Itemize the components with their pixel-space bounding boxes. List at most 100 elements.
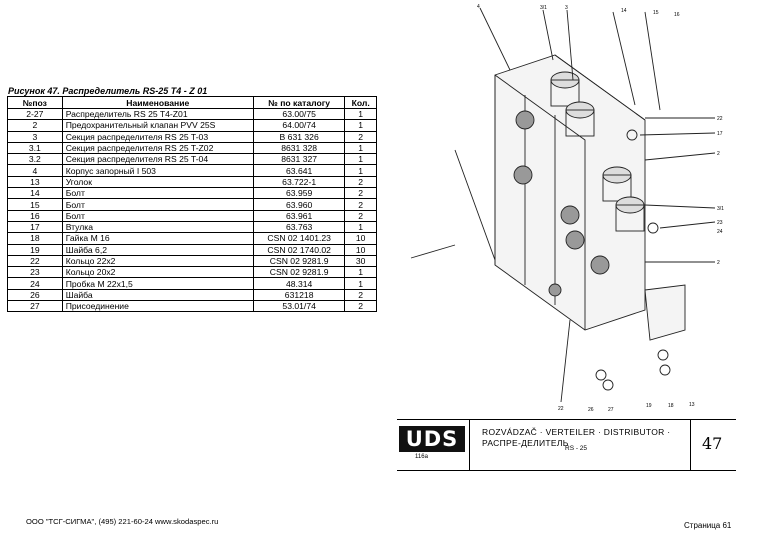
cell-name: Распределитель RS 25 T4-Z01	[61, 107, 254, 121]
callout-label: 24	[717, 229, 723, 235]
header-pos: №поз	[7, 96, 63, 109]
parts-table: №поз Наименование № по каталогу Кол. 2-2…	[7, 96, 377, 313]
cell-qty: 30	[344, 254, 377, 268]
cell-catalog: 48.314	[252, 277, 346, 290]
drawing-model: RS - 25	[565, 445, 588, 452]
cell-name: Кольцо 20x2	[61, 266, 254, 279]
cell-name: Корпус запорный I 503	[61, 164, 254, 177]
cell-pos: 3.1	[7, 141, 63, 155]
cell-qty: 2	[344, 209, 377, 222]
exploded-drawing: 4 3/1 3 14 15 16 22 17 2 3/1 23 24 2 13 …	[410, 4, 724, 413]
header-name: Наименование	[61, 96, 254, 109]
cell-pos: 27	[7, 300, 63, 313]
callout-label: 2	[717, 151, 720, 157]
cell-name: Гайка М 16	[61, 232, 254, 245]
callout-label: 17	[717, 131, 723, 137]
cell-qty: 2	[344, 187, 377, 200]
cell-catalog: CSN 02 9281.9	[252, 254, 346, 268]
cell-pos: 13	[7, 175, 63, 189]
cell-catalog: 8631 327	[252, 153, 346, 166]
callout-label: 26	[588, 407, 594, 413]
cell-qty: 2	[344, 300, 377, 313]
cell-name: Шайба	[61, 288, 254, 302]
cell-catalog: 8631 328	[252, 141, 346, 155]
drawing-page-number: 47	[702, 434, 723, 453]
callout-label: 23	[717, 220, 723, 226]
cell-name: Секция распределителя RS 25 T-Z02	[61, 141, 254, 155]
cell-catalog: 63.00/75	[252, 107, 346, 121]
cell-catalog: В 631 326	[252, 130, 346, 143]
cell-qty: 2	[344, 175, 377, 189]
callout-label: 22	[717, 116, 723, 122]
callout-label: 3	[565, 5, 568, 11]
cell-pos: 18	[7, 232, 63, 245]
cell-name: Присоединение	[61, 300, 254, 313]
cell-catalog: 53.01/74	[252, 300, 346, 313]
cell-pos: 19	[7, 243, 63, 256]
cell-qty: 1	[344, 220, 377, 234]
cell-name: Шайба 6,2	[61, 243, 254, 256]
uds-logo: UDS	[399, 426, 465, 452]
cell-pos: 14	[7, 187, 63, 200]
cell-name: Кольцо 22x2	[61, 254, 254, 268]
header-qty: Кол.	[344, 96, 377, 109]
cell-catalog: 63.959	[252, 187, 346, 200]
callout-label: 16	[674, 12, 680, 18]
cell-catalog: 63.763	[252, 220, 346, 234]
page-number: Страница 61	[684, 521, 732, 530]
cell-name: Предохранительный клапан PVV 25S	[61, 119, 254, 132]
cell-qty: 1	[344, 277, 377, 290]
cell-name: Болт	[61, 198, 254, 211]
cell-name: Втулка	[61, 220, 254, 234]
cell-pos: 2-27	[7, 107, 63, 121]
callout-label: 19	[646, 403, 652, 409]
cell-qty: 2	[344, 288, 377, 302]
cell-catalog: CSN 02 9281.9	[252, 266, 346, 279]
footer-contact: ООО "ТСГ-СИГМА", (495) 221-60-24 www.sko…	[26, 517, 219, 526]
cell-catalog: 631218	[252, 288, 346, 302]
figure-caption: Рисунок 47. Распределитель RS-25 T4 - Z …	[8, 86, 208, 96]
cell-qty: 1	[344, 107, 377, 121]
cell-catalog: CSN 02 1740.02	[252, 243, 346, 256]
callout-label: 2	[717, 260, 720, 266]
callout-label: 13	[689, 402, 695, 408]
cell-qty: 1	[344, 266, 377, 279]
cell-pos: 2	[7, 119, 63, 132]
drawing-title: ROZVÁDZAČ · VERTEILER · DISTRIBUTOR · РА…	[482, 427, 671, 448]
header-catalog: № по каталогу	[252, 96, 346, 109]
callout-label: 4	[477, 4, 480, 10]
cell-pos: 26	[7, 288, 63, 302]
cell-name: Уголок	[61, 175, 254, 189]
cell-pos: 17	[7, 220, 63, 234]
cell-pos: 3	[7, 130, 63, 143]
cell-qty: 1	[344, 141, 377, 155]
callout-label: 27	[608, 407, 614, 413]
cell-pos: 4	[7, 164, 63, 177]
cell-qty: 2	[344, 130, 377, 143]
cell-name: Болт	[61, 209, 254, 222]
cell-pos: 22	[7, 254, 63, 268]
cell-pos: 23	[7, 266, 63, 279]
callout-label: 18	[668, 403, 674, 409]
callout-label: 22	[558, 406, 564, 412]
drawing-title-block: UDS 116a ROZVÁDZAČ · VERTEILER · DISTRIB…	[397, 419, 736, 471]
cell-qty: 10	[344, 243, 377, 256]
cell-catalog: 64.00/74	[252, 119, 346, 132]
cell-name: Пробка М 22x1,5	[61, 277, 254, 290]
cell-pos: 15	[7, 198, 63, 211]
cell-catalog: 63.641	[252, 164, 346, 177]
cell-pos: 16	[7, 209, 63, 222]
